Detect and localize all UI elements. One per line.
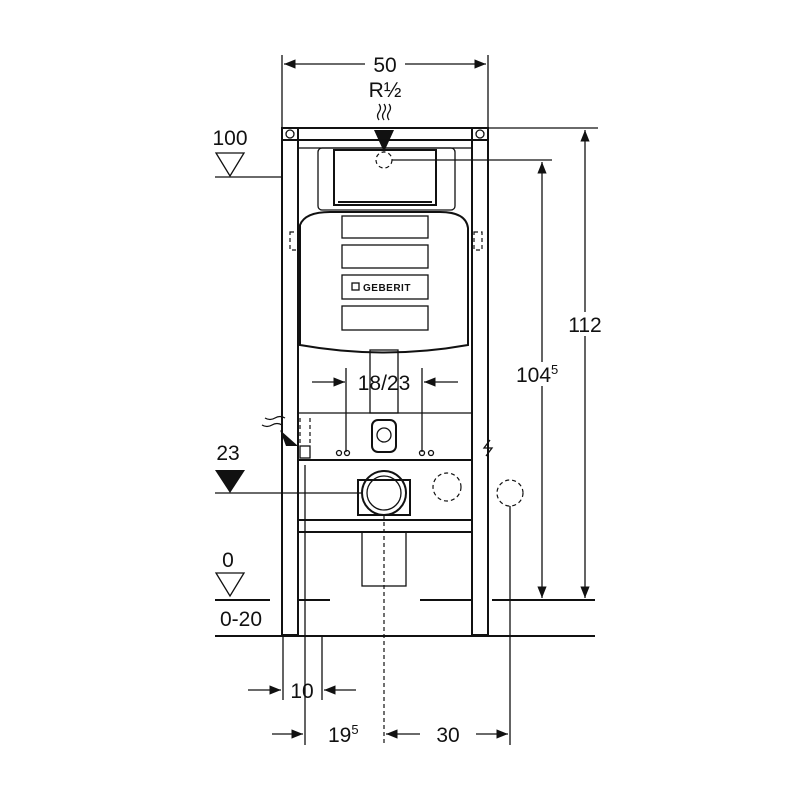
inner-height-label: 1045	[516, 362, 558, 387]
level-marker-100: 100	[212, 127, 282, 178]
cistern-panels	[341, 215, 429, 331]
level-marker-23: 23	[215, 415, 362, 494]
level-marker-0: 0 0-20	[214, 549, 595, 637]
svg-text:23: 23	[216, 442, 239, 465]
width-dimension: 50 R½	[281, 52, 489, 128]
center-offset-label: 195	[328, 722, 359, 747]
water-inlet-icon	[374, 103, 552, 169]
width-label: 50	[373, 54, 396, 77]
drain-offset-label: 30	[436, 724, 459, 747]
height-dimensions: 112 1045	[488, 127, 608, 598]
mounting-frame: GEBERIT	[281, 127, 524, 745]
connection-label: R½	[369, 79, 402, 102]
spacing-label: 18/23	[358, 372, 411, 395]
brand-logo: GEBERIT	[351, 282, 411, 294]
brand-logo-text: GEBERIT	[363, 283, 411, 294]
bottom-dimensions: 10 195 30	[248, 465, 508, 747]
svg-text:100: 100	[212, 127, 247, 150]
spacing-dimension: 18/23	[312, 368, 458, 452]
floor-range-label: 0-20	[220, 608, 262, 631]
bottom-offset-label: 10	[290, 680, 313, 703]
svg-text:0: 0	[222, 549, 234, 572]
total-height-label: 112	[568, 314, 601, 337]
